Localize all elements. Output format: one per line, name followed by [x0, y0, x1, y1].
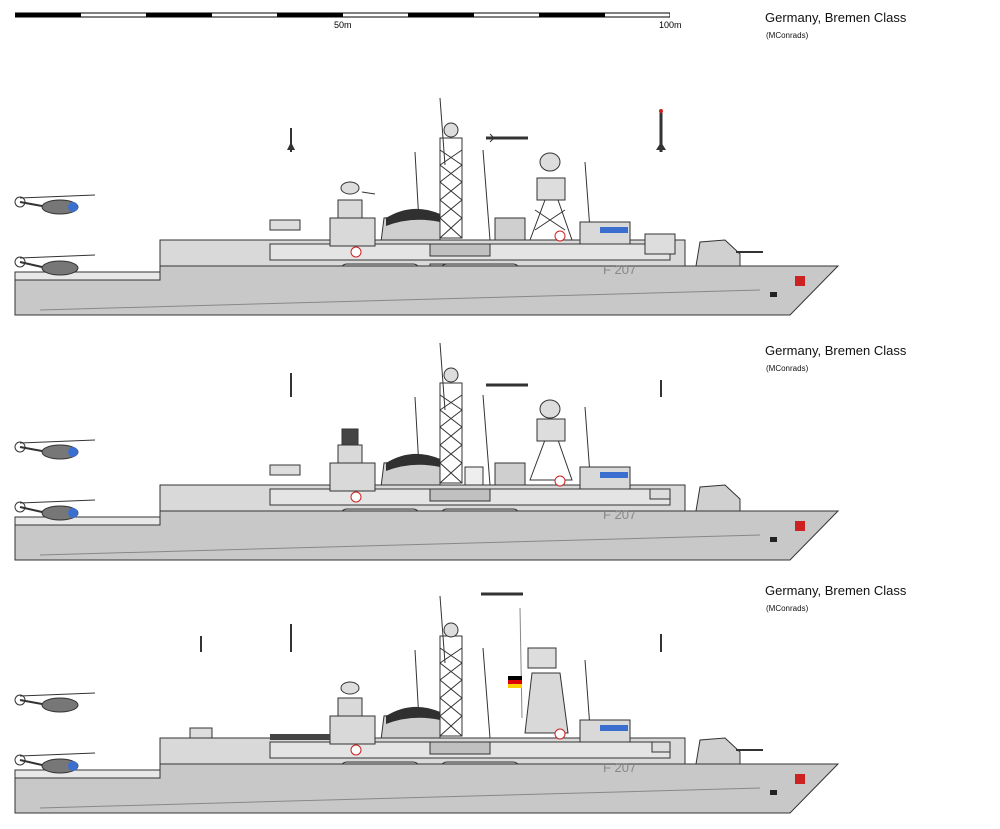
helicopter-icon [14, 692, 96, 713]
plate-credit: (MConrads) [766, 364, 809, 373]
helicopter-icon [14, 499, 96, 521]
scale-mid-label: 50m [334, 20, 352, 30]
hull-number: F 207 [603, 760, 636, 775]
scale-end-label: 100m [659, 20, 682, 30]
plate-title: Germany, Bremen Class [765, 343, 907, 358]
lattice-mast [439, 622, 463, 737]
helicopter-icon [14, 194, 96, 215]
missile-icon [486, 133, 528, 143]
ship-profile: F 207 [0, 588, 1000, 828]
plate-title: Germany, Bremen Class [765, 583, 907, 598]
missile-icon [287, 128, 295, 152]
helicopter-icon [14, 439, 96, 460]
plate-credit: (MConrads) [766, 31, 809, 40]
helicopter-icon [14, 254, 96, 276]
lattice-mast [439, 367, 463, 484]
plate-credit: (MConrads) [766, 604, 809, 613]
ship-drawing: F 207 [14, 342, 840, 561]
plate-title: Germany, Bremen Class [765, 10, 907, 25]
radar-tower [529, 399, 573, 481]
helicopter-icon [14, 752, 96, 774]
ship-profile: F 207 [0, 90, 1000, 330]
hull-number: F 207 [603, 262, 636, 277]
hull-number: F 207 [603, 507, 636, 522]
radar-tower [529, 152, 573, 241]
ship-drawing: F 207 [14, 592, 840, 814]
scale-bar [15, 12, 670, 32]
main-gun [695, 484, 741, 512]
missile-icon [656, 109, 666, 152]
main-gun [695, 239, 763, 267]
radar-tower [524, 647, 569, 734]
scale-bar-graphic [15, 12, 670, 18]
flag-germany-icon [508, 676, 522, 688]
main-gun [695, 737, 763, 765]
ship-profile: F 207 [0, 335, 1000, 575]
ship-drawing: F 207 [14, 97, 840, 316]
lattice-mast [439, 122, 463, 239]
